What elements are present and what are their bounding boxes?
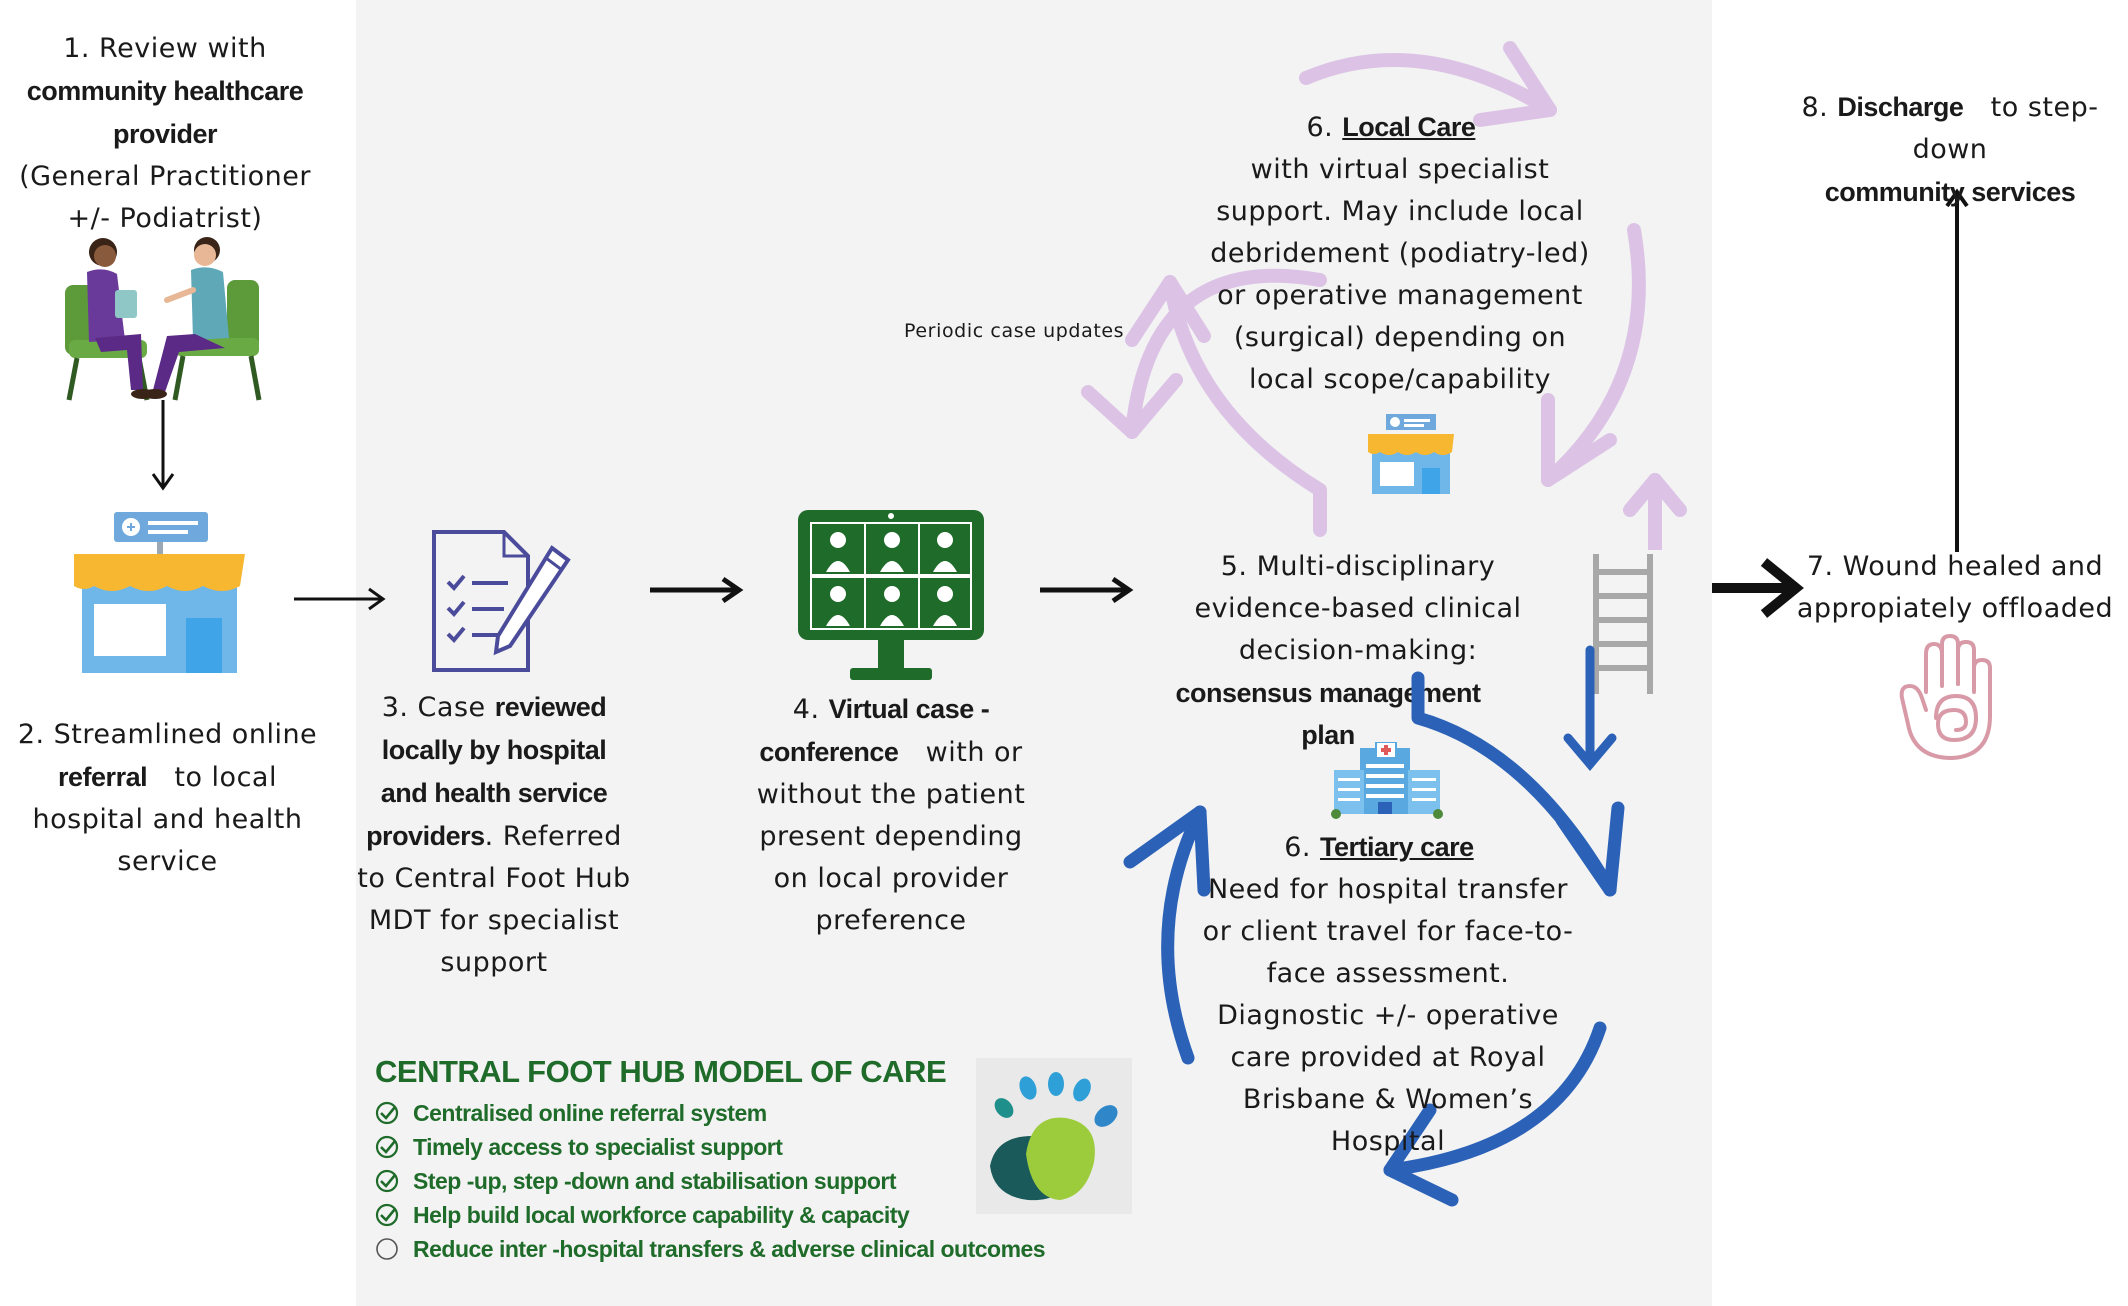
periodic-updates-label: Periodic case updates [904, 320, 1125, 342]
clinic-icon [74, 512, 245, 673]
check-circle-icon [375, 1101, 399, 1125]
step2-text: 2. Streamlined online referral to local … [17, 719, 318, 877]
tertiary-care-loop-arrows [1123, 645, 1625, 1207]
step6-tertiary-text: 6. Tertiary care Need for hospital trans… [1202, 832, 1574, 1157]
ladder-icon [1593, 554, 1653, 694]
hand-icon [1899, 633, 1992, 761]
local-care-loop-arrows [1081, 41, 1687, 550]
list-item: Help build local workforce capability & … [375, 1198, 1045, 1232]
check-circle-icon [375, 1135, 399, 1159]
arrow-7-to-8 [1945, 188, 1969, 552]
hub-title: CENTRAL FOOT HUB MODEL OF CARE [375, 1054, 947, 1089]
list-item: Timely access to specialist support [375, 1130, 1045, 1164]
step7-text: 7. Wound healed and appropiately offload… [1796, 551, 2114, 624]
local-clinic-icon [1368, 414, 1454, 494]
step6-local-care-text: 6. Local Care with virtual specialist su… [1210, 112, 1590, 395]
step8-text: 8. Discharge to step-down community serv… [1801, 92, 2099, 207]
arrow-5-to-7 [1712, 558, 1804, 618]
checklist-icon [432, 530, 571, 672]
step3-text: 3. Case reviewed locally by hospital and… [357, 692, 631, 978]
empty-circle-icon [376, 1238, 398, 1260]
step1-text: 1. Review with community healthcare prov… [19, 33, 311, 234]
arrow-2-to-3 [294, 587, 386, 611]
list-item: Centralised online referral system [375, 1096, 1045, 1130]
arrow-1-to-2 [151, 400, 175, 491]
arrow-3-to-4 [650, 576, 744, 604]
arrow-4-to-5 [1040, 576, 1134, 604]
hub-benefits-list: Centralised online referral system Timel… [375, 1096, 1046, 1266]
foot-hub-logo [976, 1058, 1132, 1214]
video-conference-icon [798, 510, 984, 680]
step4-text: 4. Virtual case -conference with or with… [756, 694, 1026, 936]
consultation-icon [65, 237, 262, 401]
check-circle-icon [375, 1203, 399, 1227]
list-item: Reduce inter -hospital transfers & adver… [375, 1232, 1046, 1266]
check-circle-icon [375, 1169, 399, 1193]
list-item: Step -up, step -down and stabilisation s… [375, 1164, 1045, 1198]
hospital-icon [1331, 742, 1443, 819]
step5-text: 5. Multi-disciplinary evidence-based cli… [1175, 551, 1522, 750]
